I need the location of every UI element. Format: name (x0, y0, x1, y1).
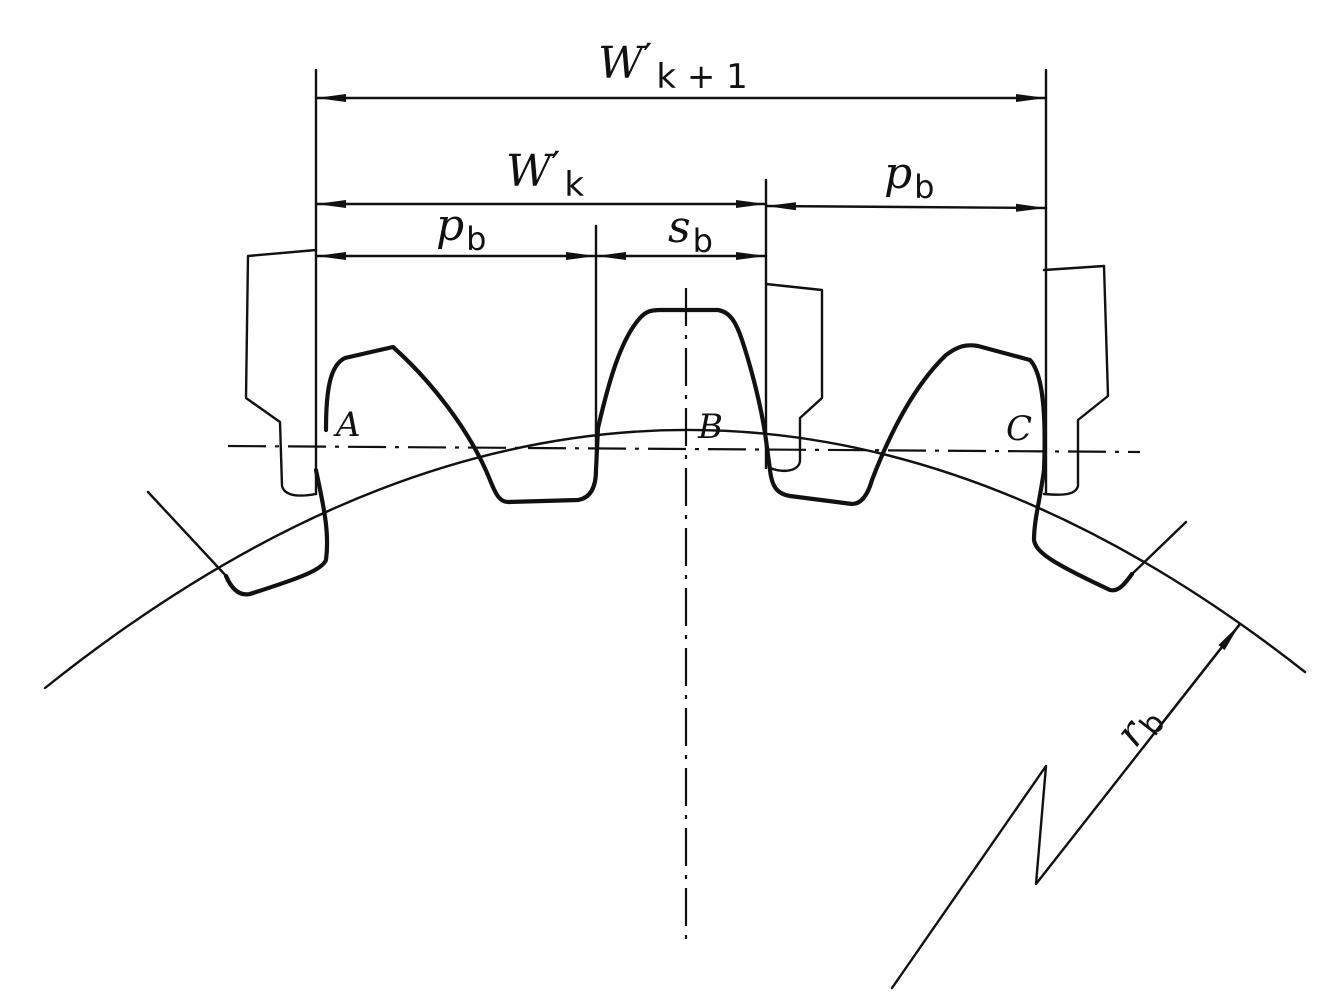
label-point-c: C (1006, 409, 1032, 449)
caliper-jaw-left (244, 248, 318, 497)
pitch-line (227, 444, 1141, 454)
gear-tooth-left (323, 307, 1047, 507)
radius-arrow (1158, 622, 1242, 728)
radius-break-line (890, 622, 1242, 990)
base-circle-arc (43, 428, 1307, 690)
label-s-b: sb (668, 202, 713, 260)
caliper-jaw-right (1042, 264, 1110, 496)
label-point-b: B (697, 407, 723, 447)
gear-tooth-left-partial (223, 467, 330, 597)
label-r-b: rb (1107, 695, 1173, 759)
label-p-b-left: pb (436, 200, 486, 258)
label-p-b-right: pb (884, 148, 934, 206)
dimension-p-b-right (764, 202, 1048, 212)
label-w-k-plus-1: W′k + 1 (598, 36, 748, 97)
gear-tooth-far-right (1128, 520, 1188, 578)
label-w-k: W′k (506, 144, 584, 205)
gear-tooth-right-partial (1031, 467, 1135, 593)
gear-tooth-far-left (146, 490, 230, 580)
caliper-jaw-middle (764, 282, 824, 472)
label-point-a: A (333, 405, 361, 445)
